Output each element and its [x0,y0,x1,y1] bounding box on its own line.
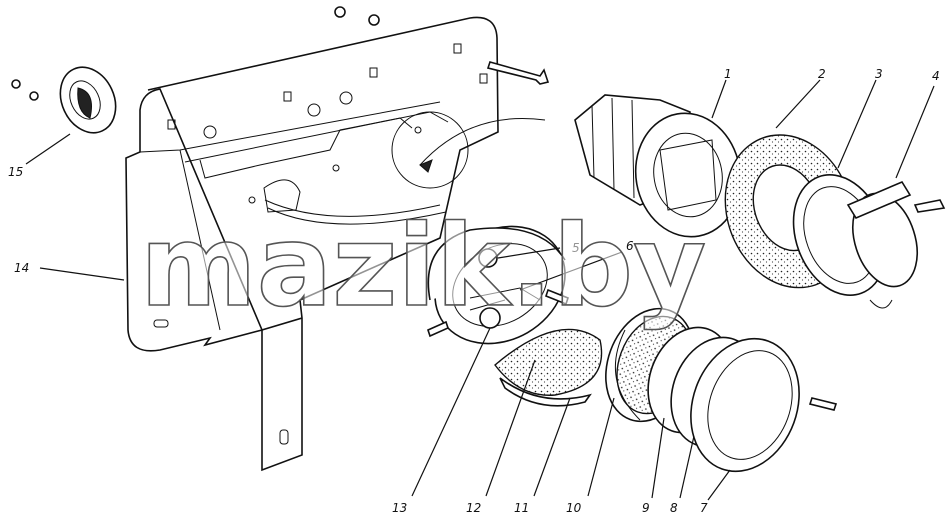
callout-label-7: 7 [700,501,708,515]
bolt-plate [486,61,550,85]
housing-body [574,94,742,238]
lamp-cup [427,225,569,345]
callout-label-14: 14 [14,261,29,275]
callouts: 1 2 3 4 5 6 7 8 9 10 11 12 13 14 15 [8,67,940,515]
watermark: mazik.by [140,202,706,332]
callout-label-13: 13 [392,501,407,515]
callout-label-12: 12 [466,501,481,515]
nut-top [334,6,380,26]
callout-label-4: 4 [932,69,940,83]
callout-label-3: 3 [875,67,883,81]
callout-label-10: 10 [566,501,582,515]
hinged-cover [846,180,946,309]
callout-label-8: 8 [670,501,678,515]
callout-label-5: 5 [572,241,580,255]
callout-label-9: 9 [642,501,650,515]
callout-label-6: 6 [626,239,634,253]
small-lamp [11,66,117,134]
mounting-plate [125,16,546,472]
callout-label-1: 1 [724,67,732,81]
callout-label-15: 15 [8,165,23,179]
ring-stack [605,307,838,473]
callout-label-11: 11 [514,501,529,515]
callout-label-2: 2 [818,67,826,81]
